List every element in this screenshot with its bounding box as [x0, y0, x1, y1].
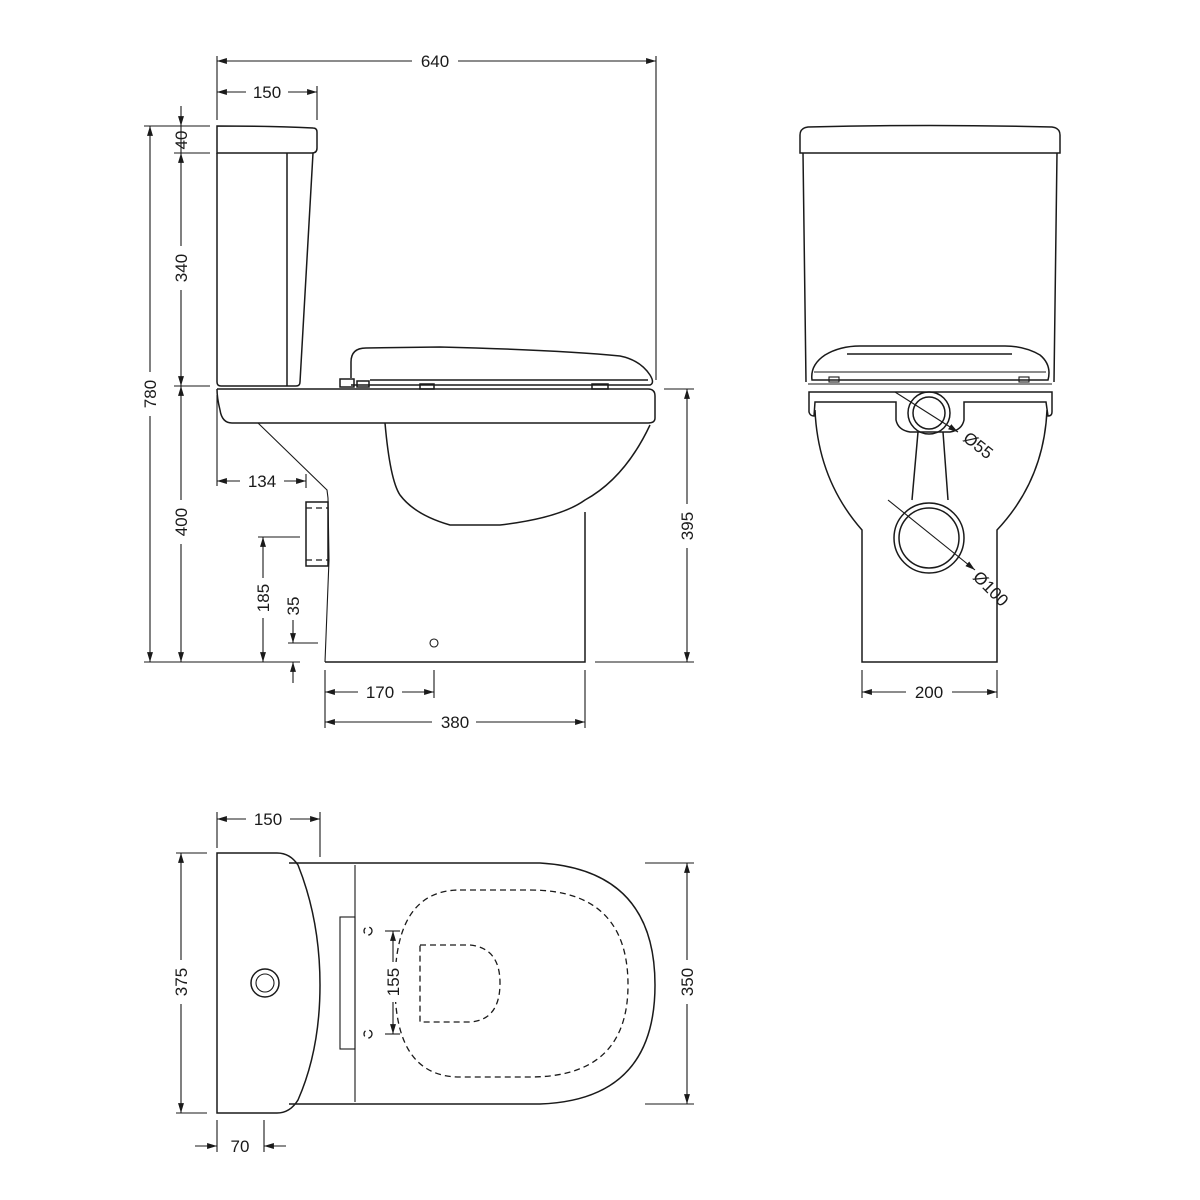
inlet-outer	[907, 391, 951, 435]
pan-bowl	[384, 422, 651, 526]
dim-lid-height: 40	[172, 131, 191, 150]
cistern-lid	[216, 125, 318, 154]
dim-cistern-depth: 150	[253, 83, 281, 102]
dim-plan-cistern-depth: 150	[254, 810, 282, 829]
flush-button-inner	[255, 973, 275, 993]
dim-overall-depth: 640	[421, 52, 449, 71]
dim-hinge-spacing: 155	[384, 968, 403, 996]
dim-inlet-offset: 134	[248, 472, 276, 491]
front-cistern-lid	[799, 124, 1061, 154]
dim-fixing-offset: 170	[366, 683, 394, 702]
outlet-outer	[893, 502, 965, 574]
front-cistern-body	[802, 152, 1058, 383]
pan-pedestal	[325, 512, 586, 663]
plan-cistern	[216, 852, 321, 1114]
side-elevation-view: 640 150 780 40 340 400 134	[138, 50, 700, 733]
outlet-spigot	[305, 501, 329, 567]
inlet-inner	[912, 396, 946, 430]
dim-outlet-gap: 35	[284, 597, 303, 616]
fixing-hole	[429, 638, 439, 648]
pan-back	[257, 422, 330, 663]
front-bowl	[814, 409, 1048, 663]
dim-base-width: 200	[915, 683, 943, 702]
plan-pan	[289, 862, 656, 1105]
dim-inlet-diameter: Ø55	[960, 428, 997, 463]
pan-rim	[216, 388, 656, 424]
dim-outlet-diameter: Ø100	[969, 567, 1012, 610]
cistern-body	[216, 152, 314, 387]
dim-cistern-height: 340	[172, 254, 191, 282]
dim-plan-cistern-width: 375	[172, 968, 191, 996]
front-pan-rim	[808, 391, 1053, 433]
seat-outline	[394, 889, 629, 1078]
dim-overall-height: 780	[141, 380, 160, 408]
front-elevation-view: Ø55 Ø100 200	[799, 124, 1061, 703]
front-seat	[811, 345, 1050, 381]
plan-view: 150 375 350 155 70	[170, 808, 700, 1156]
seat-lid	[350, 346, 654, 386]
dim-base-depth: 380	[441, 713, 469, 732]
dim-seat-height: 395	[678, 512, 697, 540]
dim-plan-pan-width: 350	[678, 968, 697, 996]
front-trapway	[911, 431, 949, 501]
dim-outlet-height: 185	[254, 584, 273, 612]
dim-pan-height: 400	[172, 508, 191, 536]
bowl-opening	[419, 944, 501, 1023]
flush-button-outer	[250, 968, 280, 998]
dim-button-offset: 70	[231, 1137, 250, 1156]
outlet-inner	[898, 507, 960, 569]
